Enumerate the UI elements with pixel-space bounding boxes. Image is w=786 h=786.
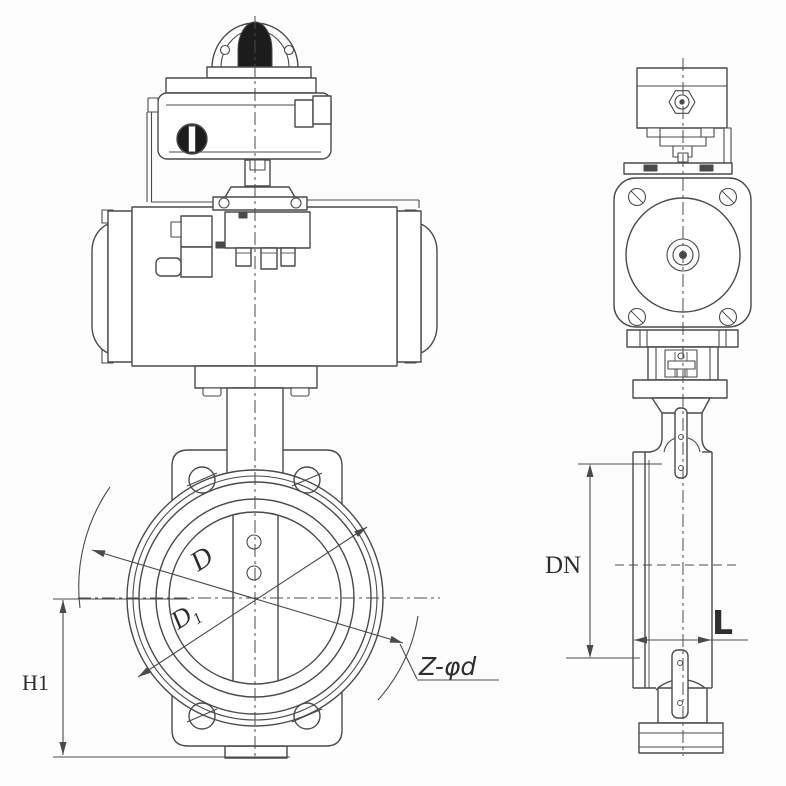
solenoid-coil-upper: [180, 215, 213, 248]
bracket-plate: [194, 365, 318, 389]
bolt-slash: [721, 190, 735, 204]
box-side-tab: [147, 97, 159, 113]
dome-base: [206, 66, 312, 79]
callout-z-phi-d: Z-φd: [399, 643, 499, 681]
arrowhead: [59, 600, 67, 613]
switch-knob-slot: [188, 125, 196, 153]
bolt-slash: [630, 310, 644, 324]
stem-lower: [671, 649, 689, 719]
bracket-foot: [646, 127, 661, 138]
solenoid-mark: [238, 212, 248, 219]
label-z-phi-d: Z-φd: [418, 652, 476, 681]
gland-arch-right: [687, 437, 701, 453]
arrowhead: [698, 636, 711, 644]
solenoid-mounting-plate: [212, 196, 308, 211]
bolt-circle-arc-left: [78, 486, 111, 609]
actuator-end-plate-left: [107, 210, 133, 363]
coupling-notch: [676, 368, 686, 378]
bolt-slash: [630, 190, 644, 204]
plate-bolt: [218, 197, 230, 209]
dimension-dn: DN: [545, 463, 662, 659]
cable-gland-neck: [294, 99, 314, 128]
coupling-pin-bar: [667, 360, 696, 370]
actuator-end-cap-right: [420, 223, 438, 354]
bolt-circle-arcs: [78, 486, 419, 701]
arrowhead: [586, 464, 594, 477]
arrowhead: [586, 645, 594, 658]
bracket-base-plate: [623, 162, 733, 175]
arrowhead: [138, 667, 151, 677]
lug-bolt-hole: [188, 702, 216, 730]
lug-hole-slash: [186, 708, 218, 723]
dimension-h1: H1: [22, 598, 290, 758]
actuator-end-cap-left: [91, 223, 109, 354]
dome-screw-right: [283, 44, 295, 56]
air-port: [260, 247, 278, 270]
arrowhead: [354, 527, 367, 537]
dome-screw-left: [219, 44, 231, 56]
limit-switch-box-front: [146, 77, 420, 208]
arrowhead: [634, 636, 647, 644]
lug-bolt-hole: [293, 466, 321, 494]
limit-switch-box-side: [636, 67, 728, 129]
bracket-arm: [723, 127, 732, 164]
switch-box-lid: [165, 77, 317, 94]
neck-left-edge: [649, 413, 663, 453]
solenoid-tab: [215, 241, 226, 249]
label-h1: H1: [22, 670, 49, 695]
dimension-line-d: [91, 549, 404, 644]
cable-gland-cap: [312, 95, 332, 125]
actuator-end-plate-right: [396, 210, 422, 363]
hex-nut-ring: [674, 94, 690, 110]
disc-hole: [246, 534, 262, 550]
disc-hole: [246, 565, 262, 581]
bottom-stub: [224, 745, 288, 759]
valve-stem-upper: [674, 407, 688, 479]
leader-line: [399, 643, 418, 680]
solenoid-valve: [155, 196, 311, 278]
side-view: DN L: [545, 58, 752, 756]
plate-bolt: [290, 197, 302, 209]
valve-stem-lower: [671, 649, 689, 719]
arrowhead: [389, 635, 403, 643]
solenoid-body: [224, 211, 311, 249]
stem-upper: [674, 407, 688, 479]
label-dn: DN: [545, 552, 581, 579]
bracket-bolt: [290, 387, 310, 397]
air-port: [280, 247, 296, 267]
label-l: L: [712, 603, 733, 642]
switch-knob-rim: [176, 123, 208, 155]
coil-foot: [155, 257, 182, 277]
coil-tab: [170, 221, 182, 238]
lower-bracket-plate: [632, 379, 728, 399]
bolt-slash: [721, 310, 735, 324]
solenoid-coil-lower: [180, 246, 213, 278]
plate-bolt-head: [699, 164, 714, 172]
arrowhead: [92, 550, 106, 558]
bolt-circle-arc-right: [377, 615, 419, 701]
coupling-pin: [677, 352, 685, 360]
front-view: D D1 H1 Z-φd: [22, 16, 499, 760]
bracket-foot: [700, 127, 715, 138]
lug-bolt-hole: [188, 466, 216, 494]
hex-nut-center: [679, 99, 685, 105]
dimension-l: L: [634, 603, 748, 644]
lug-hole-slash: [186, 472, 218, 487]
coupling-notch: [249, 159, 266, 171]
lug-hole-slash: [291, 472, 323, 487]
plate-bolt-head: [643, 164, 658, 172]
output-shaft-coupling: [223, 159, 297, 200]
dimension-line-d1: [137, 526, 368, 678]
bottom-cap: [638, 722, 724, 754]
arrowhead: [59, 742, 67, 755]
lug-bolt-hole: [293, 702, 321, 730]
bracket-bolt: [202, 387, 222, 397]
stem-pin-hole: [677, 700, 683, 706]
line-art: D D1 H1 Z-φd: [22, 16, 752, 760]
actuator-mounting-bracket: [194, 365, 318, 397]
lug-hole-slash: [291, 708, 323, 723]
air-port: [235, 247, 252, 267]
